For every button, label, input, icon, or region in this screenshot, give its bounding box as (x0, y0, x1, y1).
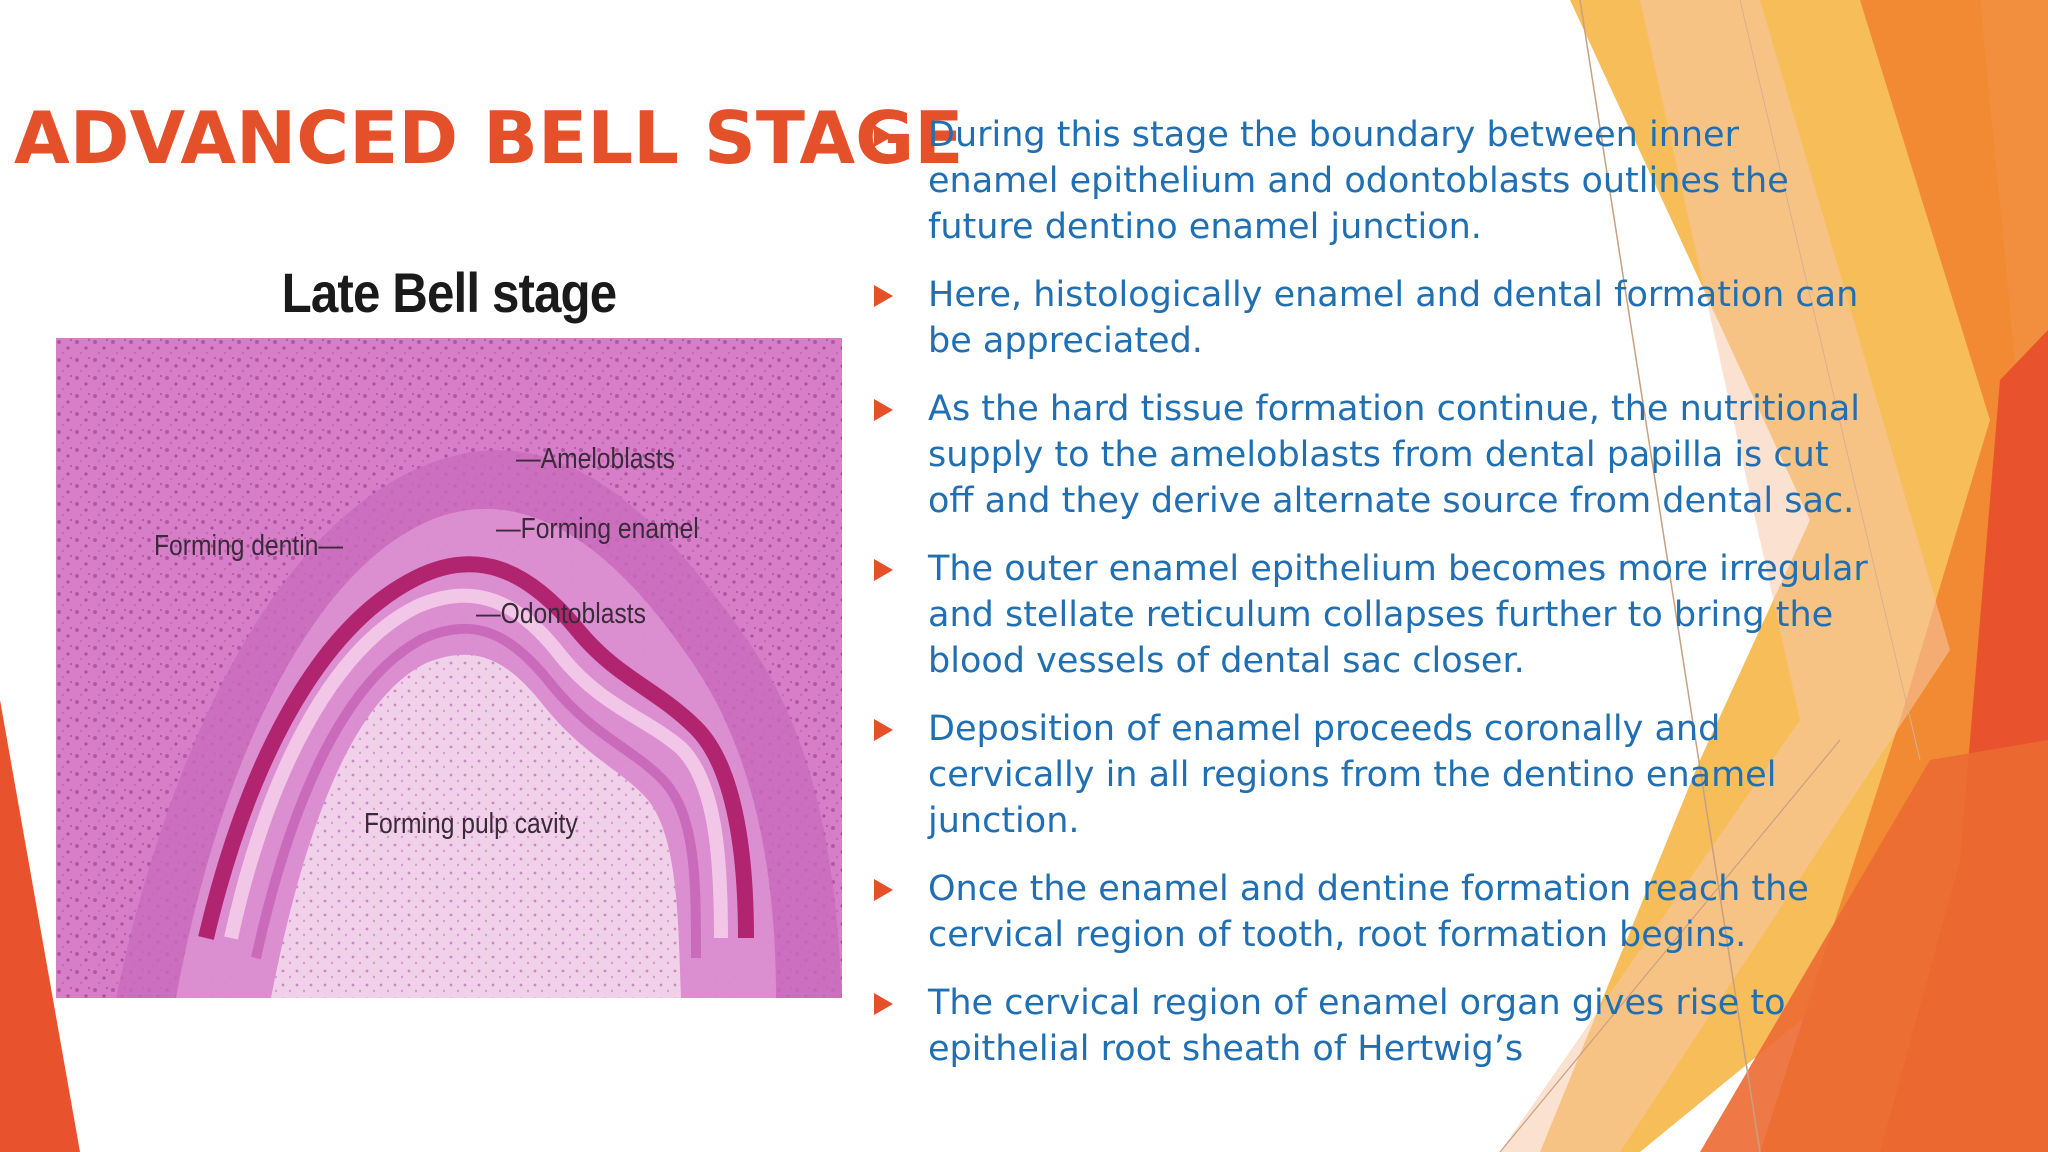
bg-shape-left-red (0, 700, 80, 1152)
label-ameloblasts: —Ameloblasts (516, 443, 675, 475)
enamel-light-band (224, 588, 728, 940)
bullet-item: As the hard tissue formation continue, t… (870, 386, 1880, 524)
figure-heading: Late Bell stage (281, 261, 618, 324)
label-odontoblasts: —Odontoblasts (476, 598, 646, 630)
triangle-right-icon (874, 993, 893, 1015)
bullet-item: The cervical region of enamel organ give… (870, 980, 1880, 1072)
bullet-item: During this stage the boundary between i… (870, 112, 1880, 250)
bullet-item: The outer enamel epithelium becomes more… (870, 546, 1880, 684)
bullet-list: During this stage the boundary between i… (870, 112, 1880, 1094)
late-bell-stage-figure: Late Bell stage (56, 238, 842, 998)
triangle-right-icon (874, 285, 893, 307)
bullet-text: Here, histologically enamel and dental f… (928, 275, 1859, 361)
label-forming-enamel: —Forming enamel (496, 513, 699, 545)
slide-title: ADVANCED BELL STAGE (14, 96, 964, 180)
bullet-item: Deposition of enamel proceeds coronally … (870, 706, 1880, 844)
label-forming-dentin: Forming dentin— (154, 530, 344, 562)
pulp-texture (271, 654, 681, 998)
triangle-right-icon (874, 719, 893, 741)
bg-line-2 (1499, 739, 1841, 1152)
triangle-right-icon (874, 399, 893, 421)
odontoblast-band (251, 623, 701, 960)
forming-dentin-enamel-curve (198, 556, 754, 940)
triangle-right-icon (874, 559, 893, 581)
bullet-item: Once the enamel and dentine formation re… (870, 866, 1880, 958)
bg-shape-right-deep (1700, 740, 2048, 1152)
triangle-right-icon (874, 125, 893, 147)
bg-shape-right-peach (1500, 0, 1950, 1152)
micrograph-image (56, 338, 842, 998)
bullet-item: Here, histologically enamel and dental f… (870, 272, 1880, 364)
triangle-right-icon (874, 879, 893, 901)
bg-line-1 (1579, 0, 1761, 1152)
bullet-text: As the hard tissue formation continue, t… (928, 389, 1861, 521)
bullet-text: Once the enamel and dentine formation re… (928, 869, 1809, 955)
bullet-text: Deposition of enamel proceeds coronally … (928, 709, 1777, 841)
bullet-text: The outer enamel epithelium becomes more… (928, 549, 1868, 681)
bg-line-3 (1739, 0, 1921, 761)
label-forming-pulp-cavity: Forming pulp cavity (364, 808, 578, 840)
bullet-text: During this stage the boundary between i… (928, 115, 1789, 247)
bullet-text: The cervical region of enamel organ give… (928, 983, 1786, 1069)
